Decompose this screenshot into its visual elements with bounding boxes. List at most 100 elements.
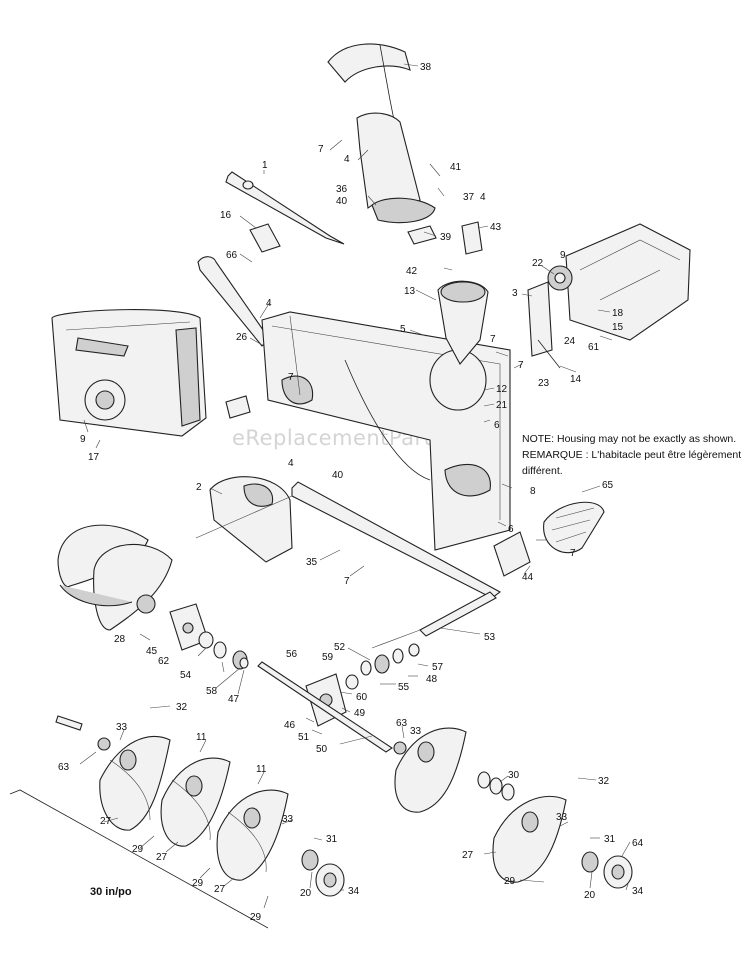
callout-7: 7 bbox=[318, 144, 324, 155]
callout-7: 7 bbox=[288, 372, 294, 383]
auger-shaft bbox=[257, 661, 393, 753]
callout-64: 64 bbox=[632, 838, 644, 849]
callout-31: 31 bbox=[604, 834, 616, 845]
callout-3: 3 bbox=[512, 288, 518, 299]
callout-7: 7 bbox=[518, 360, 524, 371]
callout-29: 29 bbox=[192, 878, 204, 889]
callout-53: 53 bbox=[484, 632, 496, 643]
scraper-bar bbox=[195, 481, 502, 599]
callout-29: 29 bbox=[132, 844, 144, 855]
chute-crank-bracket bbox=[407, 221, 483, 255]
callout-45: 45 bbox=[146, 646, 158, 657]
gearbox-side-plate bbox=[209, 476, 293, 563]
callout-26: 26 bbox=[236, 332, 248, 343]
inset-housing-front-view bbox=[51, 309, 207, 437]
discharge-chute bbox=[356, 112, 436, 224]
scale-indicator: 30 in/po bbox=[9, 789, 269, 929]
callout-7: 7 bbox=[344, 576, 350, 587]
auger-left-1 bbox=[99, 735, 171, 831]
callout-6: 6 bbox=[508, 524, 514, 535]
flange-bearing-right bbox=[581, 851, 633, 889]
callout-59: 59 bbox=[322, 652, 334, 663]
callout-1: 1 bbox=[262, 160, 268, 171]
callout-42: 42 bbox=[406, 266, 418, 277]
callout-9: 9 bbox=[560, 250, 566, 261]
callout-30: 30 bbox=[508, 770, 520, 781]
callout-43: 43 bbox=[490, 222, 502, 233]
callout-54: 54 bbox=[180, 670, 192, 681]
impeller-assembly bbox=[57, 524, 173, 631]
callout-20: 20 bbox=[584, 890, 596, 901]
auger-housing bbox=[261, 311, 511, 551]
spring-14 bbox=[537, 339, 561, 369]
callout-33: 33 bbox=[116, 722, 128, 733]
callout-27: 27 bbox=[100, 816, 112, 827]
callout-61: 61 bbox=[588, 342, 600, 353]
shaft-support-bracket bbox=[249, 223, 281, 253]
callout-63: 63 bbox=[396, 718, 408, 729]
callout-49: 49 bbox=[354, 708, 366, 719]
callout-52: 52 bbox=[334, 642, 346, 653]
callout-17: 17 bbox=[88, 452, 100, 463]
housing-note-en: NOTE: Housing may not be exactly as show… bbox=[522, 433, 736, 445]
callout-4: 4 bbox=[266, 298, 272, 309]
callout-21: 21 bbox=[496, 400, 508, 411]
skid-shoe bbox=[493, 531, 531, 577]
callout-11: 11 bbox=[196, 732, 207, 743]
bracket-small-left bbox=[225, 395, 251, 419]
bearing-stack-right bbox=[345, 643, 420, 690]
callout-5: 5 bbox=[400, 324, 406, 335]
callout-27: 27 bbox=[214, 884, 226, 895]
callout-23: 23 bbox=[538, 378, 550, 389]
callout-33: 33 bbox=[556, 812, 568, 823]
chute-rotator-shaft bbox=[225, 171, 345, 245]
callout-11: 11 bbox=[256, 764, 267, 775]
callout-16: 16 bbox=[220, 210, 232, 221]
housing-note-fr-1: REMARQUE : L'habitacle peut être légèrem… bbox=[522, 449, 741, 461]
callout-7: 7 bbox=[570, 548, 576, 559]
callout-46: 46 bbox=[284, 720, 296, 731]
callout-31: 31 bbox=[326, 834, 338, 845]
callout-58: 58 bbox=[206, 686, 218, 697]
callout-34: 34 bbox=[348, 886, 360, 897]
callout-15: 15 bbox=[612, 322, 624, 333]
callout-39: 39 bbox=[440, 232, 452, 243]
callout-13: 13 bbox=[404, 286, 416, 297]
callout-38: 38 bbox=[420, 62, 432, 73]
callout-48: 48 bbox=[426, 674, 438, 685]
callout-55: 55 bbox=[398, 682, 410, 693]
callout-27: 27 bbox=[156, 852, 168, 863]
bearing-stack-left bbox=[198, 631, 249, 670]
callout-9: 9 bbox=[80, 434, 86, 445]
callout-32: 32 bbox=[176, 702, 188, 713]
frame-assembly bbox=[527, 223, 691, 357]
callout-62: 62 bbox=[158, 656, 170, 667]
callout-51: 51 bbox=[298, 732, 310, 743]
callout-44: 44 bbox=[522, 572, 534, 583]
callout-63: 63 bbox=[58, 762, 70, 773]
callout-56: 56 bbox=[286, 649, 298, 660]
callout-36: 36 bbox=[336, 184, 348, 195]
shear-pin bbox=[55, 715, 407, 755]
callout-6: 6 bbox=[494, 420, 500, 431]
callout-27: 27 bbox=[462, 850, 474, 861]
callout-33: 33 bbox=[410, 726, 422, 737]
callout-7: 7 bbox=[490, 334, 496, 345]
callout-57: 57 bbox=[432, 662, 444, 673]
callout-35: 35 bbox=[306, 557, 318, 568]
callout-28: 28 bbox=[114, 634, 126, 645]
callout-2: 2 bbox=[196, 482, 202, 493]
callout-29: 29 bbox=[250, 912, 262, 923]
callout-41: 41 bbox=[450, 162, 462, 173]
flange-bearing-left bbox=[301, 849, 345, 897]
callout-34: 34 bbox=[632, 886, 644, 897]
auger-right-1 bbox=[394, 727, 467, 813]
chute-base-ring bbox=[437, 280, 489, 365]
callout-47: 47 bbox=[228, 694, 240, 705]
callout-33: 33 bbox=[282, 814, 294, 825]
callout-18: 18 bbox=[612, 308, 624, 319]
callout-24: 24 bbox=[564, 336, 576, 347]
auger-right-2 bbox=[492, 795, 567, 883]
callout-8: 8 bbox=[530, 486, 536, 497]
